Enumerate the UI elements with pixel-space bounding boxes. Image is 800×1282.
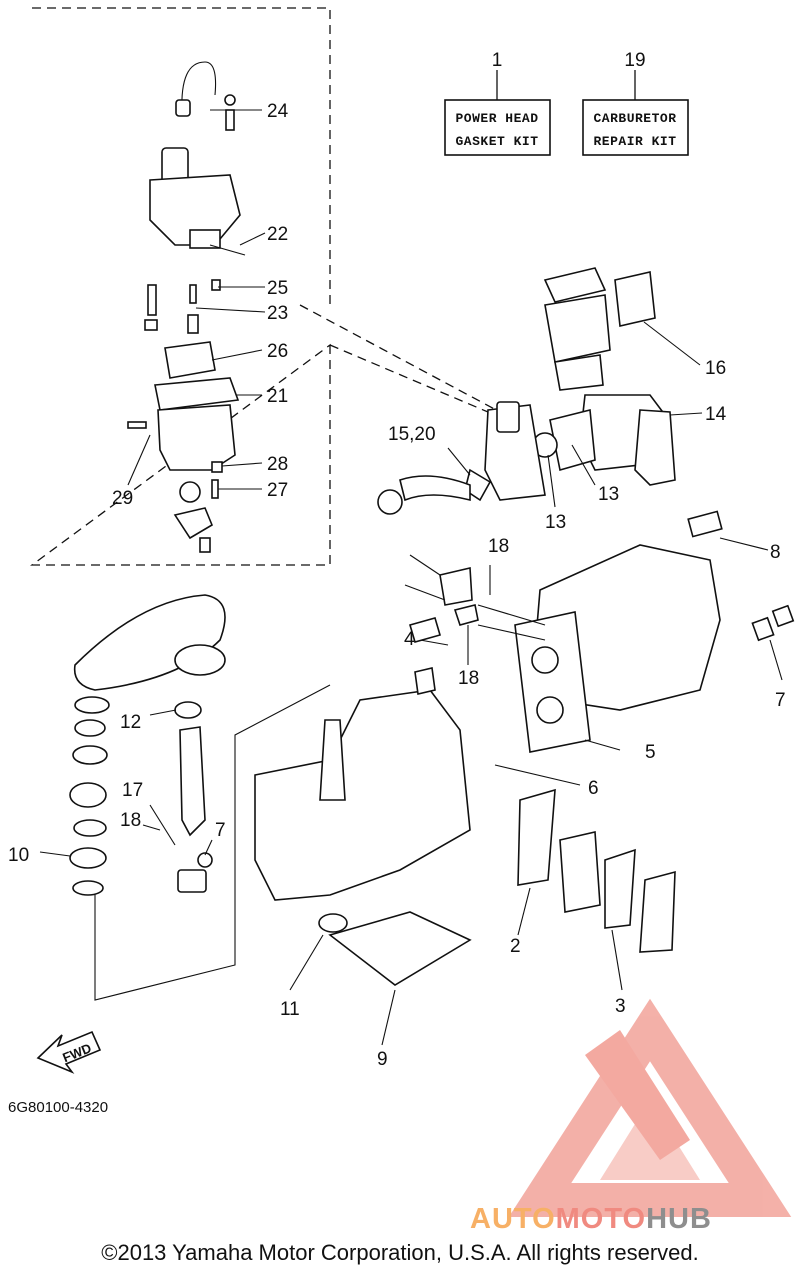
callout-15-20: 15,20 bbox=[388, 424, 436, 445]
camshaft-group bbox=[39, 594, 226, 896]
callout-26: 26 bbox=[267, 341, 288, 362]
callout-25: 25 bbox=[267, 278, 288, 299]
callout-2: 2 bbox=[510, 936, 521, 957]
callout-11: 11 bbox=[280, 999, 300, 1020]
carburetor-group-boundary bbox=[30, 7, 331, 566]
watermark-auto: AUTO bbox=[470, 1203, 556, 1235]
copyright-notice: ©2013 Yamaha Motor Corporation, U.S.A. A… bbox=[101, 1240, 699, 1265]
callout-7-left: 7 bbox=[215, 820, 226, 841]
callout-6: 6 bbox=[588, 778, 599, 799]
drawing-code: 6G80100-4320 bbox=[8, 1099, 108, 1116]
callout-10: 10 bbox=[8, 845, 29, 866]
callout-3: 3 bbox=[615, 996, 626, 1017]
callout-9: 9 bbox=[377, 1049, 388, 1070]
callout-14: 14 bbox=[705, 404, 727, 425]
callout-8: 8 bbox=[770, 542, 781, 563]
callout-4: 4 bbox=[404, 629, 415, 650]
callout-29: 29 bbox=[112, 488, 133, 509]
callout-24: 24 bbox=[267, 101, 289, 122]
callout-13-right: 13 bbox=[598, 484, 619, 505]
callout-21: 21 bbox=[267, 386, 288, 407]
callout-28: 28 bbox=[267, 454, 288, 475]
callout-16: 16 bbox=[705, 358, 726, 379]
callout-27: 27 bbox=[267, 480, 288, 501]
callout-17: 17 bbox=[122, 780, 143, 801]
kit-box-carburetor: CARBURETOR REPAIR KIT 19 bbox=[582, 50, 689, 156]
callout-18-mid: 18 bbox=[458, 668, 479, 689]
callout-12: 12 bbox=[120, 712, 141, 733]
callout-7-right: 7 bbox=[775, 690, 786, 711]
gaskets-group bbox=[289, 788, 676, 1046]
callout-18-top: 18 bbox=[488, 536, 509, 557]
callout-18-left: 18 bbox=[120, 810, 141, 831]
kit-line1: POWER HEAD bbox=[455, 111, 538, 126]
callout-23: 23 bbox=[267, 303, 288, 324]
callout-1: 1 bbox=[492, 50, 503, 71]
callout-5: 5 bbox=[645, 742, 656, 763]
watermark-hub: HUB bbox=[646, 1203, 712, 1235]
carburetor-assembly bbox=[127, 61, 266, 553]
kit-line1: CARBURETOR bbox=[593, 111, 676, 126]
watermark-text: AUTOMOTOHUB bbox=[470, 1203, 712, 1235]
watermark-logo bbox=[508, 998, 792, 1217]
kit-line2: REPAIR KIT bbox=[593, 134, 676, 149]
forward-direction-arrow: FWD bbox=[36, 1030, 102, 1074]
watermark-moto: MOTO bbox=[556, 1203, 646, 1235]
callout-22: 22 bbox=[267, 224, 288, 245]
callout-13-left: 13 bbox=[545, 512, 566, 533]
crankcase-assembly bbox=[94, 617, 471, 1001]
callout-19: 19 bbox=[624, 50, 645, 71]
cylinder-head-assembly bbox=[404, 510, 795, 786]
intake-assembly bbox=[377, 267, 703, 515]
kit-box-power-head: POWER HEAD GASKET KIT 1 bbox=[444, 50, 551, 156]
kit-line2: GASKET KIT bbox=[455, 134, 538, 149]
